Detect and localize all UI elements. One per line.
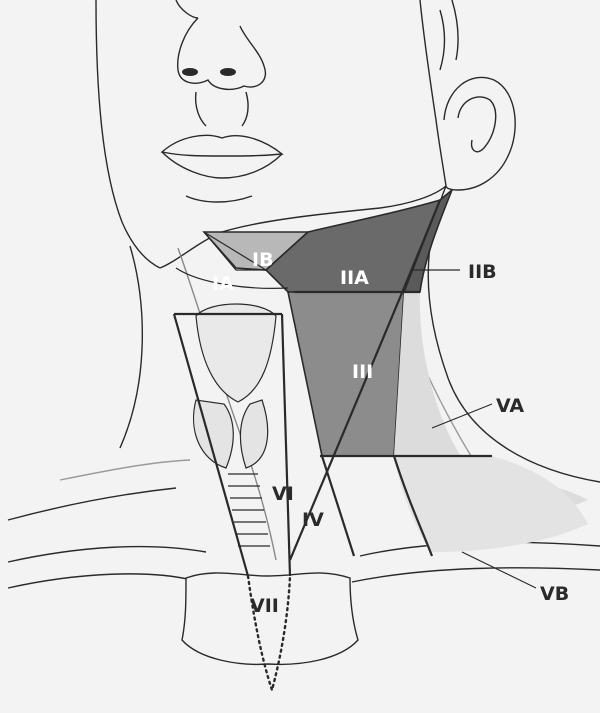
label-iv: IV	[302, 509, 324, 531]
label-vb: VB	[540, 583, 569, 605]
label-ia: IA	[212, 273, 234, 295]
right-nostril	[220, 68, 236, 76]
label-ib: IB	[252, 249, 274, 271]
sternum-manubrium	[182, 573, 358, 664]
label-va: VA	[496, 395, 524, 417]
label-vi: VI	[272, 483, 294, 505]
label-iia: IIA	[340, 267, 369, 289]
label-iib: IIB	[468, 261, 497, 283]
label-iii: III	[352, 361, 373, 383]
label-vii: VII	[250, 595, 279, 617]
left-nostril	[182, 68, 198, 76]
